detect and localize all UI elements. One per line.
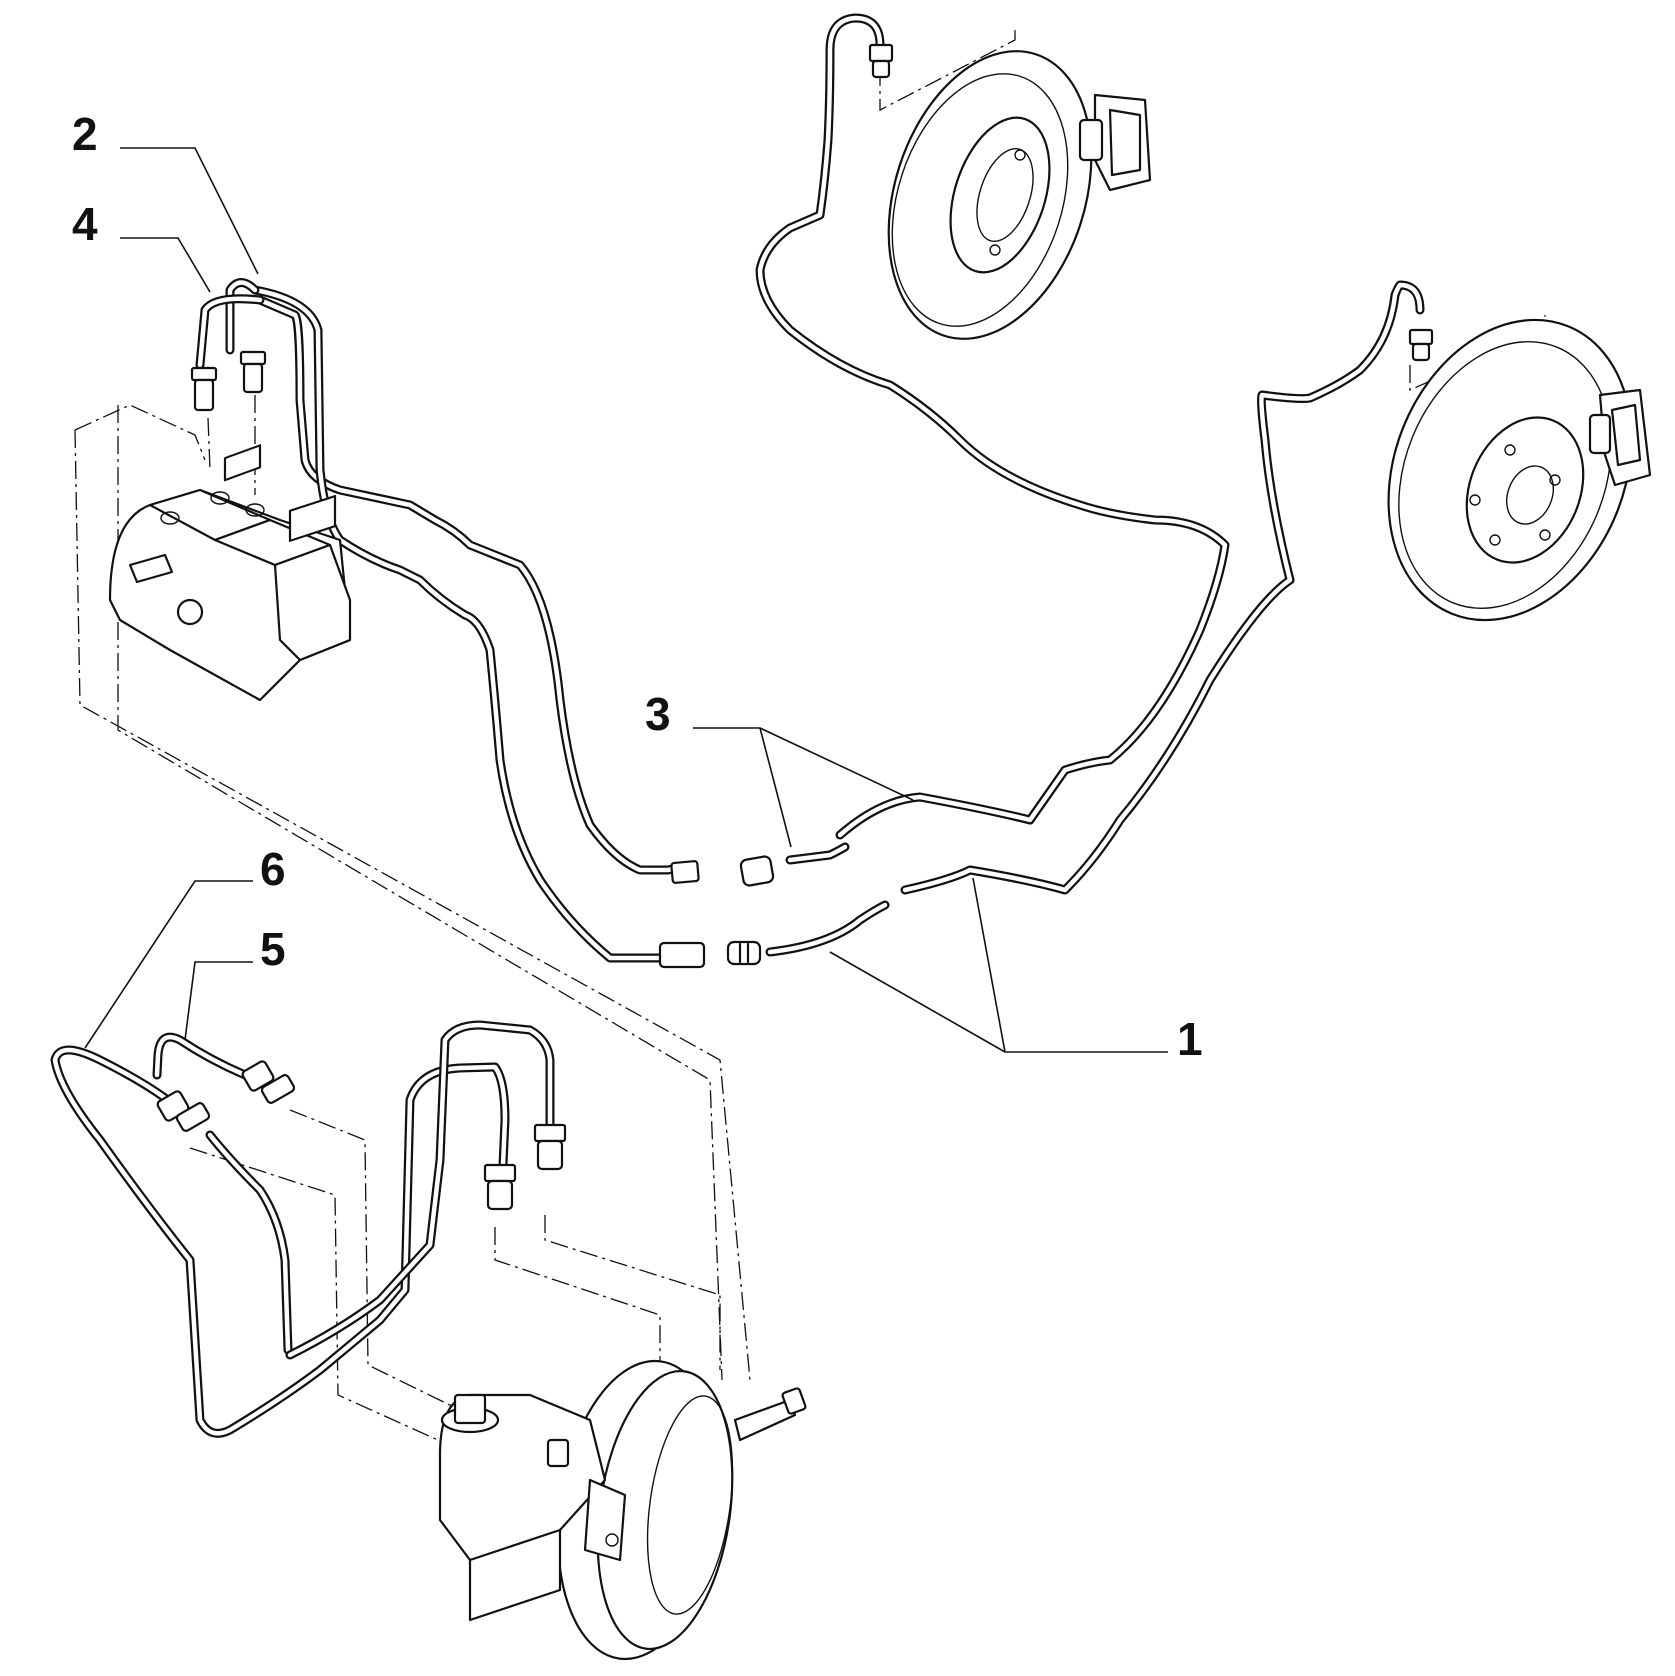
front-brake-disc [887,50,1152,340]
pipe-fittings [156,43,1434,1211]
leader-4 [120,237,211,293]
fitting-master-cylinder-6 [156,1090,211,1132]
pipe-rear-wheel [905,285,1420,890]
callout-1: 1 [1177,1013,1203,1065]
callout-2: 2 [72,108,98,160]
assembly-guide-lines [74,30,1546,1451]
fitting-abs-outlet-2 [239,350,267,394]
brake-booster-master-cylinder [438,1359,807,1661]
fitting-master-cylinder-5 [241,1060,296,1104]
leader-2 [120,147,259,275]
callout-5: 5 [260,923,286,975]
brake-pipes [55,18,1420,1433]
fitting-booster-2 [483,1163,517,1211]
callout-6: 6 [260,843,286,895]
leader-3 [693,727,914,848]
leader-5 [184,961,253,1041]
rear-brake-disc [1387,318,1652,622]
callout-3: 3 [645,688,671,740]
callouts: 2 4 3 1 6 5 [72,108,1203,1065]
leader-6 [84,880,253,1049]
abs-hydraulic-unit [108,444,352,702]
callout-leaders [84,147,1168,1053]
leader-1 [829,877,1168,1053]
fitting-front-wheel [868,43,894,79]
fitting-rear-wheel [1408,328,1434,362]
fitting-booster-1 [533,1123,567,1171]
fitting-union-lower [658,940,762,969]
callout-4: 4 [72,198,98,250]
fitting-abs-outlet-1 [190,366,218,412]
fitting-union-upper [670,855,775,887]
